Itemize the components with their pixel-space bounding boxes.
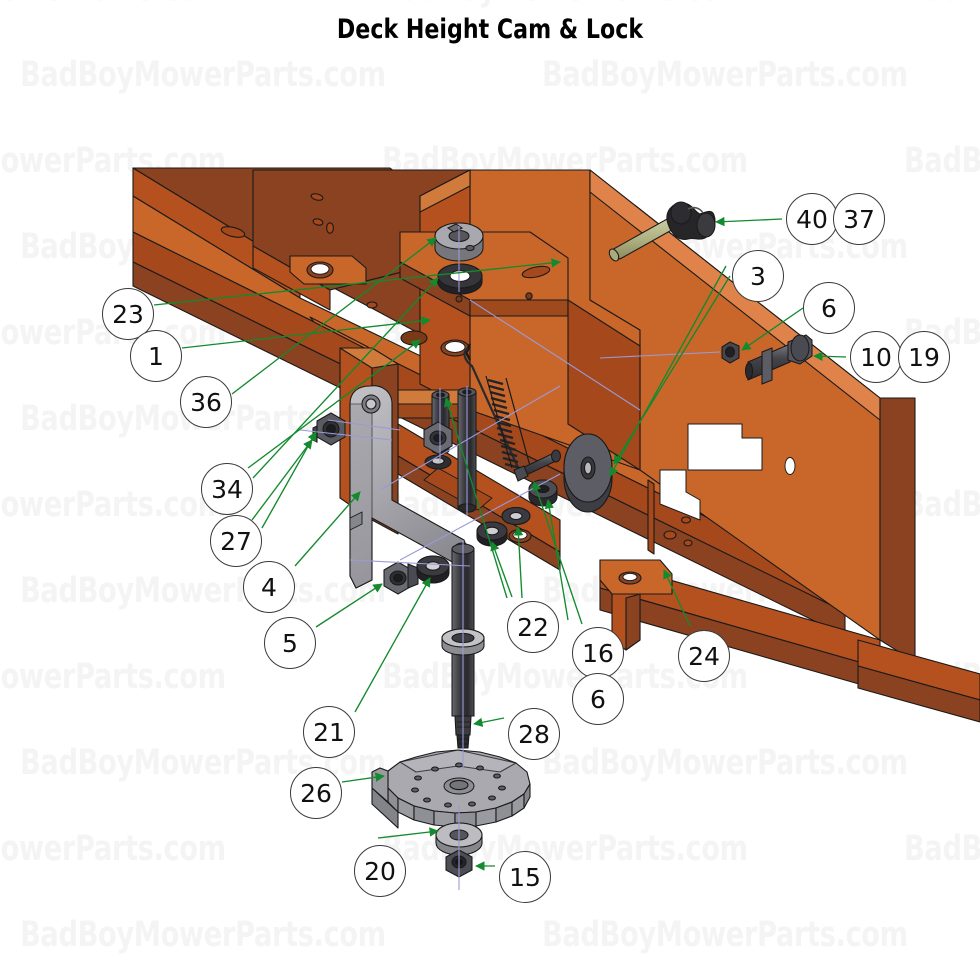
- page-title: Deck Height Cam & Lock: [336, 14, 644, 45]
- pulley-disc: [563, 433, 613, 513]
- callout-bubble-24[interactable]: 24: [678, 630, 730, 682]
- callout-bubble-10[interactable]: 10: [850, 331, 902, 383]
- callout-bubble-28[interactable]: 28: [508, 708, 560, 760]
- callout-bubble-22[interactable]: 22: [507, 601, 559, 653]
- deck-height-cam-plate: [371, 749, 531, 829]
- callout-bubble-37[interactable]: 37: [833, 193, 885, 245]
- callout-bubble-20[interactable]: 20: [354, 845, 406, 897]
- callout-bubble-1[interactable]: 1: [130, 330, 182, 382]
- callout-bubble-16[interactable]: 16: [572, 627, 624, 679]
- spring-anchor-bolt: [513, 449, 562, 482]
- callout-bubble-21[interactable]: 21: [303, 706, 355, 758]
- callout-bubble-26[interactable]: 26: [290, 767, 342, 819]
- leader-lines: [153, 216, 847, 871]
- flat-washer-upper: [437, 263, 483, 295]
- callout-bubble-4[interactable]: 4: [243, 561, 295, 613]
- extension-spring: [463, 343, 531, 473]
- callout-bubble-36[interactable]: 36: [180, 376, 232, 428]
- callout-bubble-6[interactable]: 6: [572, 673, 624, 725]
- callout-bubble-40[interactable]: 40: [786, 193, 838, 245]
- callout-bubble-15[interactable]: 15: [499, 851, 551, 903]
- callout-bubble-19[interactable]: 19: [898, 331, 950, 383]
- shoulder-bolt-group: [721, 334, 813, 385]
- callout-bubble-6[interactable]: 6: [803, 282, 855, 334]
- callout-bubble-27[interactable]: 27: [210, 515, 262, 567]
- callout-bubble-34[interactable]: 34: [201, 463, 253, 515]
- callout-bubble-3[interactable]: 3: [732, 250, 784, 302]
- pull-knob-assembly: [608, 201, 716, 262]
- callout-bubble-5[interactable]: 5: [264, 617, 316, 669]
